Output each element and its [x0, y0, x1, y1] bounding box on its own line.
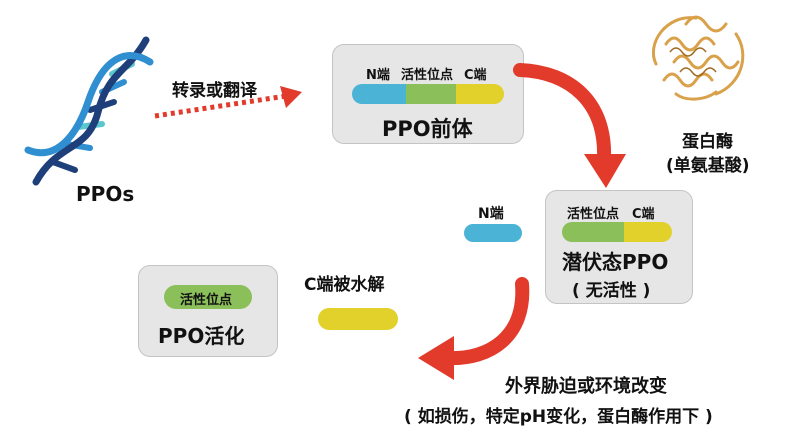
latent-active-segment — [562, 222, 624, 242]
latent-c-segment — [624, 222, 672, 242]
protein-structure-icon — [651, 15, 745, 101]
latent-c-label: C端 — [632, 207, 655, 222]
dna-label: PPOs — [76, 182, 135, 206]
latent-box — [545, 190, 693, 304]
activated-active-pill — [164, 285, 252, 309]
activated-title: PPO活化 — [158, 324, 245, 348]
activated-active-label: 活性位点 — [180, 293, 233, 308]
precursor-title: PPO前体 — [382, 117, 473, 141]
latent-subtitle: ( 无活性 ) — [572, 281, 651, 301]
dna-helix-icon — [24, 36, 154, 186]
precursor-active-segment — [406, 84, 456, 104]
transcription-label: 转录或翻译 — [172, 81, 257, 101]
enzyme-sublabel: (单氨基酸) — [666, 156, 750, 176]
cleaved-c-segment — [318, 308, 398, 330]
free-n-segment — [464, 224, 522, 242]
red-curved-arrow-1 — [513, 63, 626, 188]
latent-title: 潜伏态PPO — [562, 250, 669, 274]
red-curved-arrow-2 — [418, 277, 530, 380]
stress-label: 外界胁迫或环境改变 — [505, 376, 667, 397]
free-n-label: N端 — [478, 206, 504, 222]
enzyme-label: 蛋白酶 — [682, 132, 733, 152]
dotted-arrow — [154, 86, 302, 119]
stress-sublabel: ( 如损伤，特定pH变化，蛋白酶作用下 ) — [404, 407, 713, 427]
precursor-c-segment — [456, 84, 504, 104]
hydrolysis-label: C端被水解 — [304, 275, 385, 295]
precursor-c-label: C端 — [464, 68, 487, 83]
precursor-active-label: 活性位点 — [401, 68, 454, 83]
latent-active-label: 活性位点 — [567, 207, 620, 222]
precursor-n-segment — [352, 84, 406, 104]
precursor-n-label: N端 — [366, 68, 390, 83]
activated-box — [138, 265, 278, 357]
